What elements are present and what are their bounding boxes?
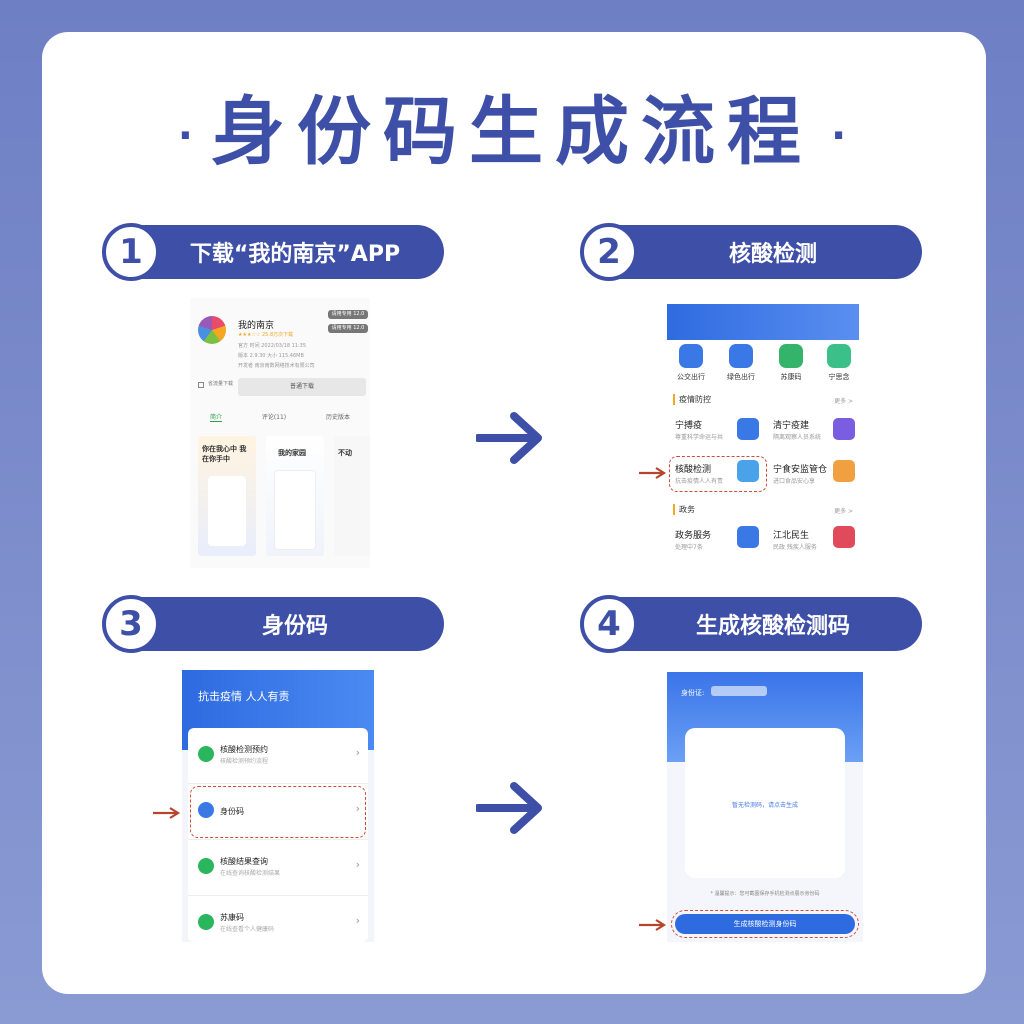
hint-text: * 温馨提示：您可截图保存手机检测点展示身份码 bbox=[710, 891, 820, 897]
calendar-icon bbox=[198, 746, 214, 762]
services-screenshot: 公交出行 绿色出行 苏康码 宁思念 疫情防控 更多 > 宁搏疫 尊重科学命运与共… bbox=[667, 304, 859, 572]
preview-image: 不动 bbox=[334, 436, 370, 556]
pointer-arrow-icon bbox=[153, 807, 181, 819]
health-code-icon[interactable] bbox=[779, 344, 803, 368]
section-title: 疫情防控 bbox=[673, 394, 711, 405]
tree-icon[interactable] bbox=[729, 344, 753, 368]
version-tag: 请用专用 12.0 bbox=[328, 310, 368, 319]
service-icon bbox=[833, 460, 855, 482]
health-icon bbox=[198, 914, 214, 930]
pointer-arrow-icon bbox=[639, 919, 667, 931]
highlight-box bbox=[669, 456, 767, 492]
search-icon bbox=[198, 858, 214, 874]
heart-icon bbox=[833, 526, 855, 548]
app-rating: ★★★☆☆ 25.8万次下载 bbox=[238, 332, 294, 338]
service-icon bbox=[737, 418, 759, 440]
nucleic-test-icon bbox=[737, 460, 759, 482]
tab-history[interactable]: 历史版本 bbox=[326, 414, 351, 421]
bus-icon[interactable] bbox=[679, 344, 703, 368]
checkbox-label: 省流量下载 bbox=[208, 381, 234, 387]
id-icon bbox=[198, 802, 214, 818]
code-screenshot: 身份证: 暂无检测码，请点击生成 * 温馨提示：您可截图保存手机检测点展示身份码… bbox=[667, 672, 863, 942]
tab-bar: 简介 评论(11) 历史版本 bbox=[190, 412, 370, 422]
list-item[interactable]: 核酸结果查询 在线查询核酸检测结果 › bbox=[188, 840, 368, 896]
step-3-number: 3 bbox=[102, 595, 160, 653]
highlight-box bbox=[671, 910, 859, 938]
more-link[interactable]: 更多 > bbox=[834, 508, 853, 515]
tab-reviews[interactable]: 评论(11) bbox=[261, 414, 287, 421]
step-2-number: 2 bbox=[580, 223, 638, 281]
step-4-header: 生成核酸检测码 bbox=[584, 597, 922, 651]
code-box: 暂无检测码，请点击生成 bbox=[685, 728, 845, 878]
menu-panel: 核酸检测预约 核酸检测预约流程 › 身份码 › 核酸结果查询 在线查询核酸检测结… bbox=[188, 728, 368, 942]
redacted-id bbox=[711, 686, 767, 696]
banner bbox=[667, 304, 859, 340]
app-name: 我的南京 bbox=[238, 321, 275, 331]
list-item[interactable]: 核酸检测预约 核酸检测预约流程 › bbox=[188, 728, 368, 784]
app-logo bbox=[198, 316, 226, 344]
more-link[interactable]: 更多 > bbox=[834, 398, 853, 405]
step-1-number: 1 bbox=[102, 223, 160, 281]
memorial-icon[interactable] bbox=[827, 344, 851, 368]
highlight-box bbox=[190, 786, 366, 838]
app-store-screenshot: 我的南京 ★★★☆☆ 25.8万次下载 官方 时间 2022/03/18 11:… bbox=[190, 298, 370, 568]
id-label: 身份证: bbox=[681, 689, 705, 697]
tab-intro[interactable]: 简介 bbox=[209, 414, 222, 422]
section-title: 政务 bbox=[673, 504, 695, 515]
preview-image: 我的家园 bbox=[266, 436, 324, 556]
menu-screenshot: 抗击疫情 人人有责 核酸检测预约 核酸检测预约流程 › 身份码 › 核酸结果查询… bbox=[182, 670, 374, 942]
step-2-header: 核酸检测 bbox=[584, 225, 922, 279]
version-tag: 请用专用 12.0 bbox=[328, 324, 368, 333]
service-icon bbox=[833, 418, 855, 440]
generate-code-button[interactable]: 生成核酸检测身份码 bbox=[675, 914, 855, 934]
checkbox[interactable] bbox=[198, 382, 204, 388]
chevron-right-icon: › bbox=[355, 914, 360, 927]
chevron-right-icon: › bbox=[355, 746, 360, 759]
arrow-right-icon bbox=[476, 782, 542, 834]
app-meta: 官方 时间 2022/03/18 11:35 bbox=[238, 343, 306, 349]
preview-image: 你在我心中 我在你手中 bbox=[198, 436, 256, 556]
page-title: ·身份码生成流程· bbox=[177, 89, 847, 175]
download-button[interactable]: 普通下载 bbox=[238, 378, 366, 396]
pointer-arrow-icon bbox=[639, 467, 667, 479]
chevron-right-icon: › bbox=[355, 802, 360, 815]
step-1-header: 下载“我的南京”APP bbox=[106, 225, 444, 279]
arrow-right-icon bbox=[476, 412, 542, 464]
step-3-header: 身份码 bbox=[106, 597, 444, 651]
list-item[interactable]: 身份码 › bbox=[188, 784, 368, 840]
app-meta: 开发者 南京南数网络技术有限公司 bbox=[238, 363, 315, 369]
step-4-number: 4 bbox=[580, 595, 638, 653]
chevron-right-icon: › bbox=[355, 858, 360, 871]
app-meta: 版本 2.9.30 大小 115.46MB bbox=[238, 353, 304, 359]
list-item[interactable]: 苏康码 在线查看个人健康码 › bbox=[188, 896, 368, 942]
service-icon bbox=[737, 526, 759, 548]
